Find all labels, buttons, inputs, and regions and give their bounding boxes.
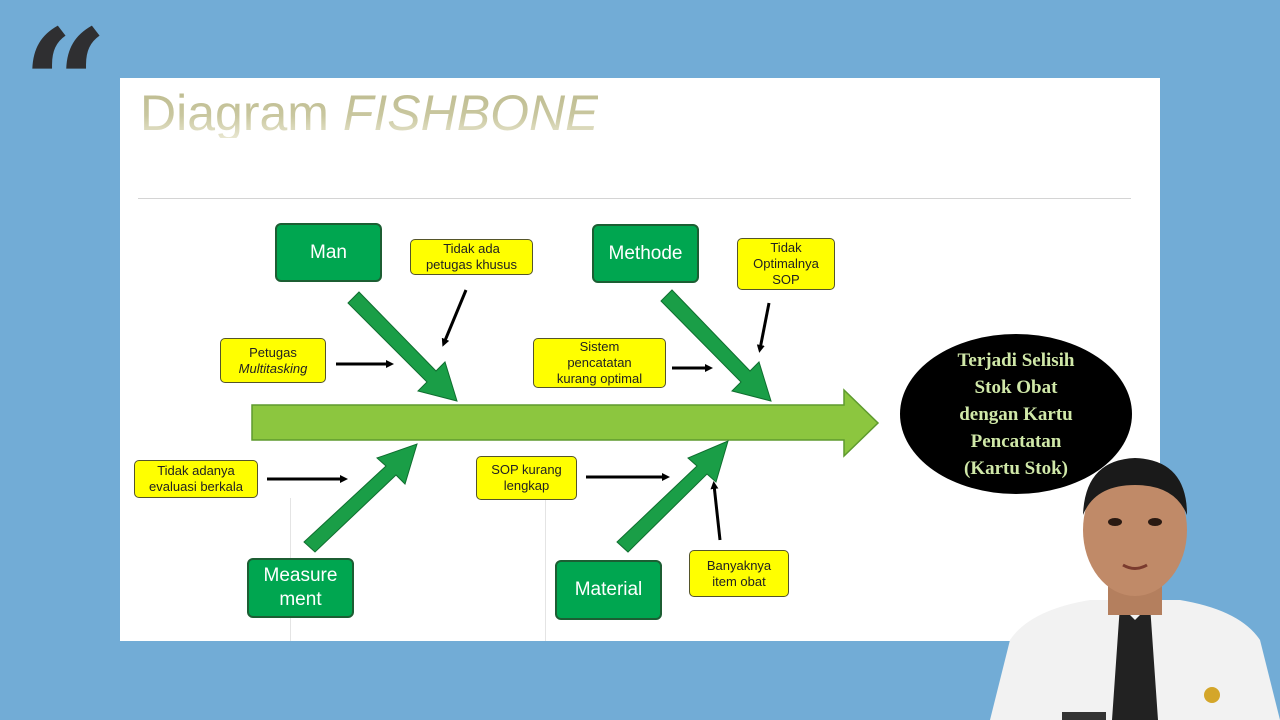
category-material: Material xyxy=(555,560,662,620)
category-methode: Methode xyxy=(592,224,699,283)
background-guide-line xyxy=(545,498,546,641)
cause-box: SOP kurang lengkap xyxy=(476,456,577,500)
category-material-label: Material xyxy=(574,579,643,600)
bone-arrow-methode xyxy=(660,289,772,402)
title-divider xyxy=(138,198,1131,199)
cause-arrow-man-1 xyxy=(441,289,468,347)
category-measurement-label: Measure ment xyxy=(263,565,338,610)
quote-mark-icon: “ xyxy=(22,0,109,173)
cause-arrow-methode-1 xyxy=(756,302,771,353)
cause-text: Tidak adanya evaluasi berkala xyxy=(149,463,243,494)
effect-ellipse: Terjadi Selisih Stok Obat dengan Kartu P… xyxy=(900,334,1132,494)
cause-text: Banyaknya item obat xyxy=(706,557,772,589)
cause-text: Tidak Optimalnya SOP xyxy=(753,240,819,287)
cause-arrow-material-2 xyxy=(710,481,722,541)
cause-box: Tidak Optimalnya SOP xyxy=(737,238,835,290)
category-man: Man xyxy=(275,223,382,282)
cause-box: Tidak ada petugas khusus xyxy=(410,239,533,275)
cause-box: Banyaknya item obat xyxy=(689,550,789,597)
cause-text: SOP kurang lengkap xyxy=(491,462,562,493)
cause-box: Sistem pencatatan kurang optimal xyxy=(533,338,666,388)
spine-arrow xyxy=(251,388,880,458)
bone-arrow-measurement xyxy=(303,443,418,553)
cause-box: Tidak adanya evaluasi berkala xyxy=(134,460,258,498)
presenter-avatar xyxy=(990,458,1280,720)
cause-text: Tidak ada petugas khusus xyxy=(425,241,518,272)
category-measurement: Measure ment xyxy=(247,558,354,618)
category-man-label: Man xyxy=(310,241,347,263)
bone-arrow-material xyxy=(616,440,729,553)
cause-text-italic: Multitasking xyxy=(238,360,308,376)
cause-text: Petugas xyxy=(249,344,297,360)
cause-text: Sistem pencatatan kurang optimal xyxy=(556,339,643,386)
bone-arrow-man xyxy=(347,291,458,402)
category-methode-label: Methode xyxy=(608,242,683,264)
